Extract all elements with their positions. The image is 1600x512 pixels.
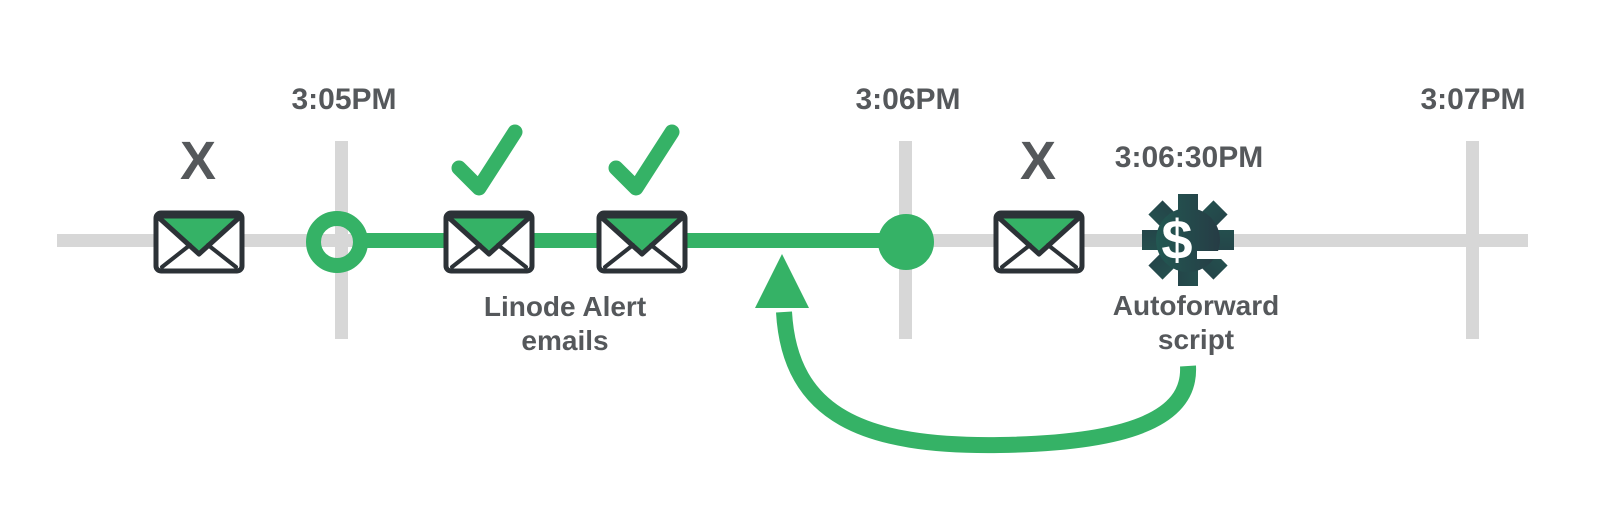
time-label-3-05pm: 3:05PM [291,83,397,116]
end-dot-marker [878,214,934,270]
dollar-glyph: $ [1161,208,1192,271]
tick-3-05pm [335,141,348,339]
loopback-arrow [776,311,1197,454]
prompt-dash [1197,251,1222,259]
x-mark-icon-1: X [179,131,217,191]
start-ring-marker [306,211,368,273]
gear-icon: $ [1142,194,1234,286]
caption-linode-line1: Linode Alert [483,291,647,322]
checkmark-icon-2 [616,132,672,188]
caption-autoforward-line1: Autoforward [1112,290,1280,321]
envelope-icon-missed-1 [156,213,242,271]
time-label-3-07pm: 3:07PM [1420,83,1526,116]
loopback-arrowhead-icon [755,254,809,308]
x-mark-icon-2: X [1019,131,1057,191]
caption-linode-line2: emails [521,325,609,356]
checkmark-icon-1 [459,132,515,188]
envelope-icon-delivered-1 [446,213,532,271]
envelope-icon-delivered-2 [599,213,685,271]
caption-autoforward-line2: script [1157,324,1235,355]
caption-autoforward-script: Autoforward script [1113,289,1279,357]
tick-3-07pm [1466,141,1479,339]
time-label-3-06pm: 3:06PM [855,83,961,116]
caption-linode-alert-emails: Linode Alert emails [484,290,646,358]
envelope-icon-missed-2 [996,213,1082,271]
time-label-3-06-30pm: 3:06:30PM [1114,141,1264,174]
